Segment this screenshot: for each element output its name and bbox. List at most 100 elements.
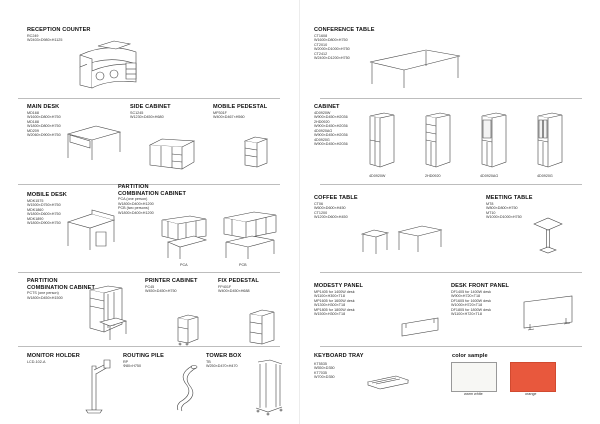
model-line: CT2010 (314, 42, 328, 47)
model-line: TB (206, 359, 211, 364)
section-title: PARTITION (27, 278, 58, 284)
coffee-table-ct06-illustration (360, 226, 390, 256)
divider (18, 184, 280, 185)
dimension-line: W1200×D600×H450 (314, 215, 348, 220)
model-line: 4D0920AG (314, 128, 333, 133)
printer-cabinet-illustration (176, 313, 200, 345)
model-line: SC1245 (130, 110, 144, 115)
caption: PCA (180, 263, 188, 267)
model-line: MD168 (27, 110, 39, 115)
model-line: DF1605 for 1600W desk (451, 298, 491, 303)
section-title: CONFERENCE TABLE (314, 27, 375, 33)
dimension-line: W900×D450×H2036 (314, 142, 348, 147)
caption: PCB (239, 263, 247, 267)
caption: 4D0920W (369, 174, 386, 178)
caption: 4D0920G (537, 174, 553, 178)
model-line: KT5535 (314, 361, 327, 366)
model-line: MP1405 for 1400W desk (314, 289, 355, 294)
reception-counter-section: RECEPTION COUNTER RC249 W2403×D980×H1125 (27, 27, 91, 43)
cabinet-2hd0920-illustration (424, 112, 452, 168)
section-title: color sample (452, 353, 488, 359)
model-line: MD209 (27, 128, 39, 133)
swatch-warm-white (451, 362, 497, 392)
mobile-pedestal-section: MOBILE PEDESTAL MP301F W400×D467×H560 (213, 104, 267, 120)
model-line: KT7035 (314, 370, 327, 375)
dimension-line: W600×D600×H450 (314, 206, 346, 211)
right-page: CONFERENCE TABLE CT1608 W1600×D800×H750 … (300, 0, 600, 424)
model-line: CT06 (314, 201, 324, 206)
dimension-line: W900×H720×T18 (451, 294, 481, 299)
side-cabinet-illustration (148, 137, 196, 171)
section-title: ROUTING PILE (123, 353, 164, 359)
dimension-line: W2000×D1000×H750 (314, 47, 350, 52)
divider (320, 184, 582, 185)
conference-table-illustration (368, 48, 462, 90)
model-line: CT2412 (314, 51, 328, 56)
model-line: MT10 (486, 210, 496, 215)
dimension-line: W900×D450×H2036 (314, 124, 348, 129)
dimension-line: W1100×H720×T18 (451, 312, 482, 317)
section-title: PARTITION (118, 184, 149, 190)
section-title: MONITOR HOLDER (27, 353, 80, 359)
dimension-line: W400×D450×H688 (218, 289, 250, 294)
dimension-line: W1800×D900×H750 (27, 221, 61, 226)
tower-box-section: TOWER BOX TB W250×D470×H470 (206, 353, 241, 369)
tower-box-illustration (252, 358, 286, 416)
swatch-label: warm white (464, 392, 483, 396)
cabinet-4d0920ag-illustration (480, 112, 508, 168)
dimension-line: W1800×D600×H750 (27, 212, 61, 217)
dimension-line: W1600×D800×H750 (314, 38, 348, 43)
keyboard-tray-illustration (366, 374, 410, 394)
dimension-line: W1000×D1000×H750 (486, 215, 522, 220)
divider (18, 346, 280, 347)
divider (320, 272, 582, 273)
routing-pile-illustration (170, 364, 200, 412)
mobile-desk-illustration (66, 210, 116, 254)
modesty-panel-illustration (400, 316, 440, 342)
section-title: COMBINATION CABINET (118, 190, 186, 197)
dimension-line: W550×D350 (314, 366, 335, 371)
model-line: PCA (one person) (118, 197, 148, 202)
model-line: LCD-102-A (27, 359, 46, 364)
main-desk-section: MAIN DESK MD168 W1600×D800×H750 MD188 W1… (27, 104, 61, 138)
section-title: MOBILE DESK (27, 192, 67, 198)
cabinet-4d0920g-illustration (536, 112, 564, 168)
dimension-line: W250×D470×H470 (206, 364, 238, 369)
model-line: FP401F (218, 284, 232, 289)
swatch-label: orange (525, 392, 537, 396)
section-title: MODESTY PANEL (314, 283, 363, 289)
model-line: RC249 (27, 33, 39, 38)
model-line: MD188 (27, 119, 39, 124)
dimension-line: W1500×H300×T18 (314, 312, 346, 317)
dimension-line: W800×D800×H750 (486, 206, 518, 211)
model-line: MP1605 for 1600W desk (314, 298, 355, 303)
dimension-line: W1800×D400×H1200 (118, 201, 154, 206)
model-line: PCTS (one person) (27, 291, 59, 296)
dimension-line: W450×D450×H750 (145, 289, 177, 294)
dimension-line: Φ80×H750 (123, 364, 142, 369)
caption: 4D0920AG (480, 174, 499, 178)
dimension-line: W1100×H300×T18 (314, 294, 345, 299)
section-title: COFFEE TABLE (314, 195, 358, 201)
routing-pile-section: ROUTING PILE RP Φ80×H750 (123, 353, 164, 369)
dimension-line: W2400×D1200×H750 (314, 56, 350, 61)
model-line: 4D0920G (314, 137, 330, 142)
dimension-line: W700×D350 (314, 375, 335, 380)
model-line: MDK1860 (27, 207, 44, 212)
swatch-orange (510, 362, 556, 392)
mobile-pedestal-illustration (243, 135, 269, 169)
divider (320, 346, 582, 347)
section-title: COMBINATION CABINET (27, 284, 95, 291)
section-title: CABINET (314, 104, 340, 110)
dimension-line: W1800×D400×H1200 (118, 210, 154, 215)
model-line: RP (123, 359, 129, 364)
desk-front-panel-illustration (522, 294, 574, 332)
model-line: CT1200 (314, 210, 328, 215)
keyboard-tray-section: KEYBOARD TRAY KT5535 W550×D350 KT7035 W7… (314, 353, 364, 380)
dimension-line: W400×D467×H560 (213, 115, 245, 120)
model-line: 4D0920W (314, 110, 331, 115)
cabinet-section: CABINET 4D0920W W900×D450×H2036 2HD0920 … (314, 104, 348, 147)
section-title: MOBILE PEDESTAL (213, 104, 268, 110)
side-cabinet-section: SIDE CABINET SC1245 W1230×D450×H680 (130, 104, 171, 120)
section-title: MAIN DESK (27, 104, 60, 110)
